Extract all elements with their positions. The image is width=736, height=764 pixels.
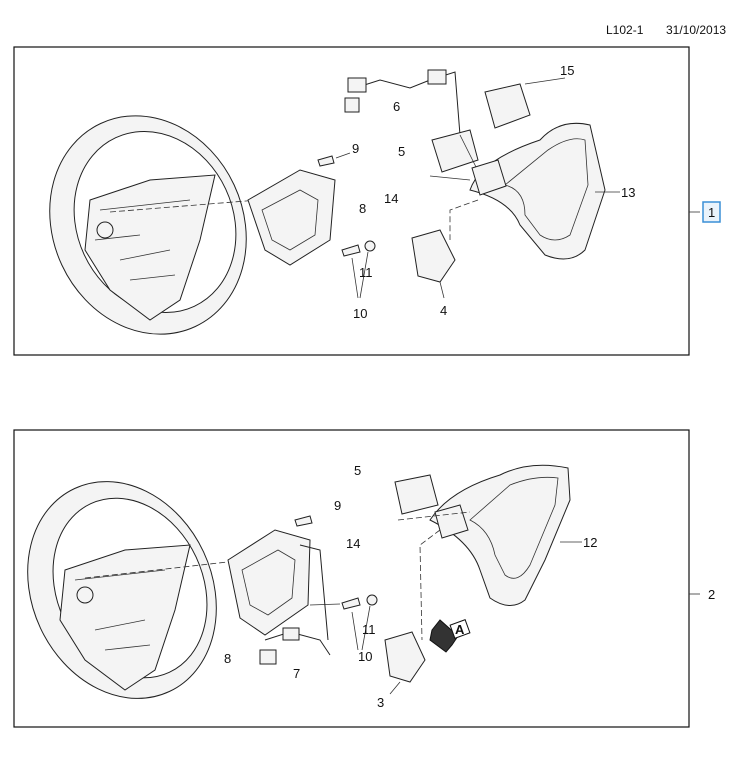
- callout-15[interactable]: 15: [560, 63, 574, 78]
- view-a-arrow: A: [429, 619, 471, 653]
- panel-2-index[interactable]: 2: [708, 587, 715, 602]
- callout-10[interactable]: 10: [353, 306, 367, 321]
- panel-1[interactable]: 15 6 9 5 14 13 8 11 10 4 1: [13, 46, 721, 367]
- callout-11[interactable]: 11: [362, 622, 376, 637]
- part-6-harness: [344, 69, 461, 136]
- callout-13[interactable]: 13: [621, 185, 635, 200]
- callout-3[interactable]: 3: [377, 695, 384, 710]
- diagram-date: 31/10/2013: [666, 23, 726, 37]
- part-9-screw: [294, 515, 313, 527]
- part-5-module: [394, 474, 439, 515]
- callout-5[interactable]: 5: [354, 463, 361, 478]
- part-11-nut: [364, 240, 376, 252]
- callout-9[interactable]: 9: [334, 498, 341, 513]
- part-13-trim-cover: [469, 122, 606, 260]
- view-a-label: A: [455, 622, 465, 637]
- part-7-harness: [259, 544, 331, 665]
- panel-2-frame: [13, 429, 690, 728]
- part-4-switch: [411, 229, 456, 283]
- part-11-nut: [366, 594, 378, 606]
- callout-12[interactable]: 12: [583, 535, 597, 550]
- callout-5[interactable]: 5: [398, 144, 405, 159]
- part-8-switch-bracket: [247, 169, 336, 266]
- callout-6[interactable]: 6: [393, 99, 400, 114]
- steering-wheel: [49, 115, 247, 335]
- callout-11[interactable]: 11: [359, 265, 373, 280]
- panel-1-index[interactable]: 1: [708, 205, 715, 220]
- part-8-switch-bracket: [227, 529, 311, 636]
- panel-1-frame: [13, 46, 690, 356]
- callout-8[interactable]: 8: [359, 201, 366, 216]
- part-3-switch: [384, 631, 426, 683]
- callout-10[interactable]: 10: [358, 649, 372, 664]
- part-10-screw: [341, 597, 361, 610]
- diagram-code: L102-1: [606, 23, 644, 37]
- steering-wheel: [27, 481, 217, 699]
- callout-7[interactable]: 7: [293, 666, 300, 681]
- callout-8[interactable]: 8: [224, 651, 231, 666]
- part-9-screw: [317, 155, 335, 167]
- panel-1-index-box-selected[interactable]: [702, 201, 721, 223]
- part-5-module: [431, 129, 479, 173]
- part-12-trim-cover: [429, 464, 571, 606]
- callout-14[interactable]: 14: [346, 536, 360, 551]
- callout-9[interactable]: 9: [352, 141, 359, 156]
- callout-14[interactable]: 14: [384, 191, 398, 206]
- callout-4[interactable]: 4: [440, 303, 447, 318]
- part-10-screw: [341, 244, 361, 257]
- panel-2[interactable]: A 5 9 14 12 11 8 10 7 3 2: [0, 429, 715, 730]
- part-15-switch: [484, 83, 531, 129]
